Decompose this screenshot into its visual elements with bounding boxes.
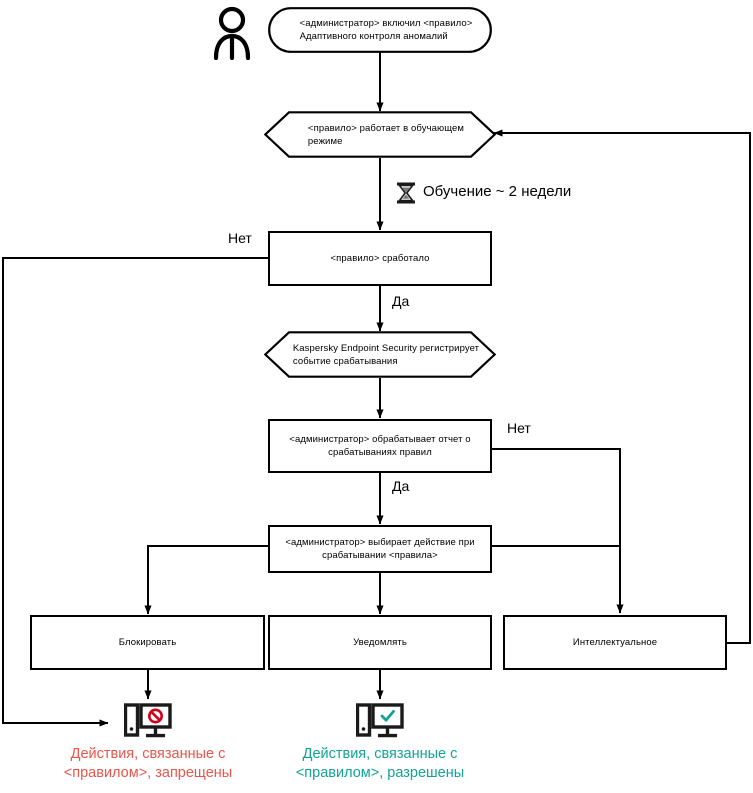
hourglass-icon — [395, 181, 417, 205]
computer-blocked-icon — [123, 703, 172, 743]
kes-event-shape — [263, 331, 497, 378]
node-notify[interactable]: Уведомлять — [268, 615, 492, 670]
computer-allowed-icon — [355, 703, 404, 743]
start-shape — [268, 7, 492, 53]
edge-report-no — [492, 448, 624, 614]
edge-triggered-no — [2, 257, 268, 727]
node-learning-label: <правило> работает в обучающем режиме — [307, 122, 465, 147]
edge-label-triggered-no: Нет — [228, 230, 252, 246]
node-block[interactable]: Блокировать — [30, 615, 265, 670]
node-start[interactable]: <администратор> включил <правило> Адапти… — [268, 7, 492, 53]
node-report[interactable]: <администратор> обрабатывает отчет о сра… — [268, 419, 492, 473]
node-choose-action-label: <администратор> выбирает действие при ср… — [285, 537, 475, 561]
edge-label-triggered-yes: Да — [392, 293, 410, 309]
person-icon — [210, 6, 254, 61]
edge-choose-to-block — [144, 545, 268, 615]
node-block-label: Блокировать — [118, 637, 177, 648]
wait-label: Обучение ~ 2 недели — [423, 183, 572, 200]
node-triggered-label: <правило> сработало — [330, 253, 430, 264]
node-smart-label: Интеллектуальное — [572, 637, 658, 648]
node-triggered[interactable]: <правило> сработало — [268, 231, 492, 286]
outcome-denied-caption: Действия, связанные с <правилом>, запрещ… — [63, 746, 233, 781]
node-start-label: <администратор> включил <правило> Адапти… — [299, 18, 473, 42]
node-learning[interactable]: <правило> работает в обучающем режиме — [263, 111, 497, 158]
edge-smart-to-learning — [493, 129, 751, 644]
node-kes-event-label: Kaspersky Endpoint Security регистрирует… — [292, 342, 480, 367]
learning-shape — [263, 111, 497, 158]
node-choose-action[interactable]: <администратор> выбирает действие при ср… — [268, 525, 492, 573]
node-notify-label: Уведомлять — [353, 637, 407, 648]
node-smart[interactable]: Интеллектуальное — [503, 615, 727, 670]
node-report-label: <администратор> обрабатывает отчет о сра… — [289, 434, 471, 458]
outcome-allowed-caption: Действия, связанные с <правилом>, разреш… — [295, 746, 465, 781]
node-kes-event[interactable]: Kaspersky Endpoint Security регистрирует… — [263, 331, 497, 378]
edge-label-report-yes: Да — [392, 478, 410, 494]
edge-label-report-no: Нет — [507, 420, 531, 436]
